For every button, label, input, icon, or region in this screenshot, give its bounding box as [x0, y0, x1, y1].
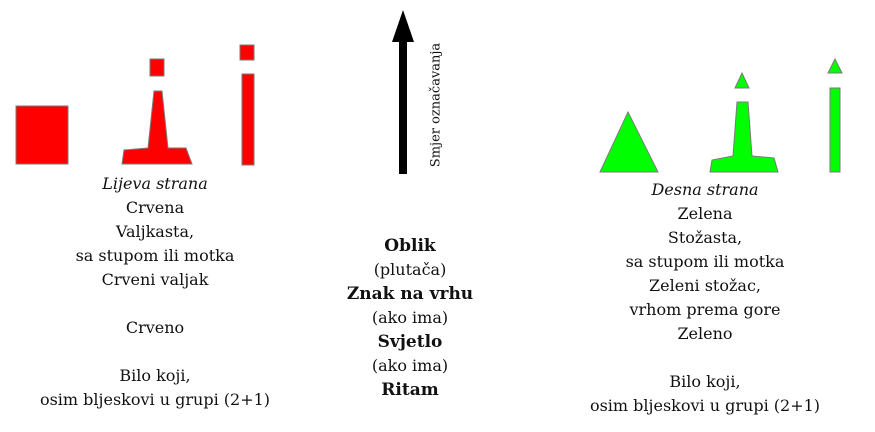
right-line: Zeleno	[677, 324, 733, 343]
right-line: vrhom prema gore	[629, 300, 781, 319]
left-line	[20, 340, 290, 364]
right-line: sa stupom ili motka	[625, 252, 785, 271]
legend-note: (ako ima)	[371, 308, 449, 327]
left-line	[20, 292, 290, 316]
red-spar-topmark	[239, 44, 255, 61]
right-line	[570, 346, 840, 370]
legend-note: (plutača)	[373, 260, 447, 279]
right-side-column: Desna strana Zelena Stožasta, sa stupom …	[570, 178, 840, 418]
left-line: Crveno	[125, 318, 185, 337]
right-line: osim bljeskovi u grupi (2+1)	[589, 396, 821, 415]
red-pillar-topmark	[149, 58, 165, 77]
legend-note: (ako ima)	[371, 356, 449, 375]
green-spar-buoy	[829, 87, 841, 173]
left-line: Valjkasta,	[115, 222, 195, 241]
right-line: Zelena	[677, 204, 733, 223]
left-line: Bilo koji,	[119, 366, 191, 385]
right-side-title: Desna strana	[651, 180, 759, 199]
left-line: Crveni valjak	[101, 270, 209, 289]
left-side-title: Lijeva strana	[102, 174, 208, 193]
right-line: Zeleni stožac,	[649, 276, 761, 295]
left-line: osim bljeskovi u grupi (2+1)	[39, 390, 271, 409]
direction-label: Smjer označavanja	[428, 42, 444, 168]
red-spar-buoy	[241, 73, 255, 166]
red-pillar-buoy	[121, 90, 193, 165]
left-line: sa stupom ili motka	[75, 246, 235, 265]
legend-heading-topmark: Znak na vrhu	[346, 284, 474, 304]
legend-column: Oblik (plutača) Znak na vrhu (ako ima) S…	[320, 234, 500, 402]
green-pillar-topmark	[734, 71, 750, 89]
legend-heading-rhythm: Ritam	[381, 380, 439, 400]
left-line: Crvena	[125, 198, 185, 217]
green-cone-buoy	[599, 110, 659, 173]
green-pillar-buoy	[709, 101, 779, 173]
direction-arrow-shaft	[399, 36, 407, 174]
right-line: Stožasta,	[667, 228, 743, 247]
red-can-buoy	[15, 105, 69, 165]
direction-arrow-head	[392, 10, 414, 42]
right-line: Bilo koji,	[669, 372, 741, 391]
green-spar-topmark	[827, 57, 843, 74]
legend-heading-shape: Oblik	[384, 236, 436, 256]
legend-heading-light: Svjetlo	[377, 332, 443, 352]
left-side-column: Lijeva strana Crvena Valjkasta, sa stupo…	[20, 172, 290, 412]
